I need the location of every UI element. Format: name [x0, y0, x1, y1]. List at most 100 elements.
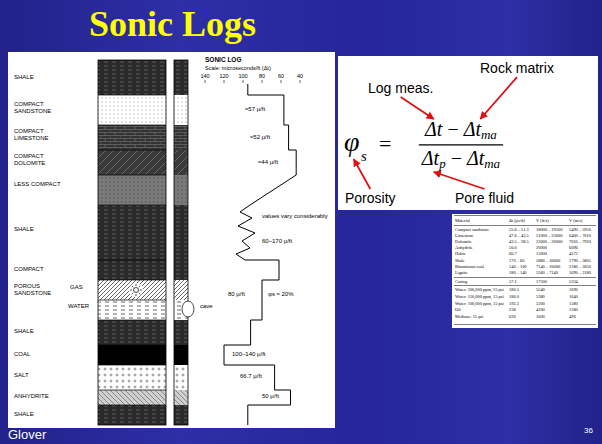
table-cell: 43.5 – 38.5	[509, 239, 536, 244]
formula-symbol: =	[379, 131, 391, 156]
lithology-label: COAL	[14, 351, 30, 358]
log-annotation: 80 μ/ft	[228, 291, 245, 298]
table-cell: 2180 – 3050	[569, 264, 597, 269]
log-annotation: cave	[200, 303, 213, 310]
table-cell: 140 – 100	[509, 264, 536, 269]
slide-title: Sonic Logs	[0, 4, 345, 45]
callout-label: Log meas.	[368, 80, 433, 96]
formula-numerator: Δt−Δtma	[396, 118, 526, 143]
table-cell: 5200	[536, 301, 569, 306]
callout-label: Porosity	[345, 190, 396, 206]
table-cell: 1580	[569, 301, 597, 306]
lithology-label: SHALE	[14, 328, 34, 335]
table-cell: 490	[569, 314, 597, 319]
slide-number: 36	[584, 426, 593, 435]
table-cell: Lignite	[455, 270, 509, 275]
table-cell: Bituminous coal	[455, 264, 509, 269]
lithology-label: COMPACT DOLOMITE	[14, 153, 64, 167]
lithology-label: COMPACT SANDSTONE	[14, 101, 64, 115]
table-cell: 23000 – 26000	[536, 239, 569, 244]
table-cell: 21000 – 23000	[536, 233, 569, 238]
log-annotation: ≈44 μ/ft	[258, 159, 278, 166]
table-cell: Water: 150,000 ppm, 15 psi	[455, 294, 509, 299]
table-cell: 6096	[569, 245, 597, 250]
table-cell: Halite	[455, 251, 509, 256]
formula-denominator: Δtp−Δtma	[396, 147, 526, 172]
table-cell: 7140 – 10000	[536, 264, 569, 269]
lithology-label: COMPACT LIMESTONE	[14, 128, 64, 142]
table-cell: 5560 – 7140	[536, 270, 569, 275]
lithology-label: LESS COMPACT	[14, 181, 64, 188]
log-annotation: values vary considerably	[262, 213, 332, 220]
callout-arrow	[434, 172, 485, 189]
table-cell: 5540	[536, 287, 569, 292]
table-cell: 1640	[569, 294, 597, 299]
table-cell: 1280	[569, 307, 597, 312]
log-scale-caption: Scale: microseconds/ft (Δt)	[205, 65, 271, 71]
scale-tick: 60	[271, 73, 291, 79]
formula-subscript: p	[439, 156, 446, 171]
table-cell: 238	[509, 307, 536, 312]
table-cell: Methane: 15 psi	[455, 314, 509, 319]
formula-subscript: ma	[481, 127, 497, 142]
formula-symbol: Δt	[467, 147, 484, 169]
table-cell: 18000 – 19500	[536, 227, 569, 232]
scale-tick: 100	[233, 73, 253, 79]
table-cell: 57.1	[509, 279, 536, 284]
callout-label: Pore fluid	[455, 190, 514, 206]
lithology-label: SHALE	[14, 226, 34, 233]
log-annotation: 100–140 μ/ft	[232, 351, 265, 358]
scale-tick: 40	[290, 73, 310, 79]
formula-subscript: s	[361, 148, 367, 165]
table-cell: Shale	[455, 258, 509, 263]
lithology-label: SHALE	[14, 74, 34, 81]
scale-tick: 120	[214, 73, 234, 79]
table-cell: 192.3	[509, 301, 536, 306]
formula-symbol: −	[447, 118, 458, 140]
log-annotation: ≈57 μ/ft	[245, 106, 265, 113]
scale-tick: 80	[252, 73, 272, 79]
lithology-label: POROUS SANDSTONE	[14, 283, 58, 297]
callout-arrow	[480, 77, 517, 119]
table-cell: 66.7	[509, 251, 536, 256]
table-cell: 180.5	[509, 287, 536, 292]
log-header: SONIC LOG	[205, 56, 241, 63]
callout-label: Rock matrix	[480, 60, 554, 76]
lithology-label: COMPACT	[14, 266, 44, 273]
table-header: V (ft/s)	[536, 218, 569, 223]
table-cell: Compact sandstone	[455, 227, 509, 232]
log-annotation: 60–170 μ/ft	[262, 238, 292, 245]
lithology-label: SHALE	[14, 411, 34, 418]
table-header: V (m/s)	[569, 218, 597, 223]
lithology-label: ANHYDRITE	[14, 393, 49, 400]
table-cell: 47.6 – 43.5	[509, 233, 536, 238]
log-annotation: 66.7 μ/ft	[240, 373, 262, 380]
table-cell: 17500	[536, 279, 569, 284]
scale-tick: 140	[195, 73, 215, 79]
formula-symbol: φ	[344, 126, 360, 158]
table-cell: Casing	[455, 279, 509, 284]
formula-subscript: ma	[484, 156, 500, 171]
table-cell: 1600	[536, 314, 569, 319]
log-annotation: φs ≈ 20%	[268, 291, 294, 298]
callout-arrow	[401, 97, 434, 119]
table-cell: 15000	[536, 251, 569, 256]
formula-symbol: −	[451, 147, 462, 169]
table-header: Δt (μs/ft)	[509, 218, 536, 223]
table-cell: 6400 – 7010	[569, 233, 597, 238]
table-cell: 5490 – 5950	[569, 227, 597, 232]
table-cell: 1690	[569, 287, 597, 292]
table-cell: Oil	[455, 307, 509, 312]
table-cell: 180 – 140	[509, 270, 536, 275]
table-cell: 5380	[536, 294, 569, 299]
log-annotation: 50 μ/ft	[262, 393, 279, 400]
table-cell: 186.0	[509, 294, 536, 299]
table-cell: 4572	[569, 251, 597, 256]
formula-symbol: Δt	[464, 118, 481, 140]
table-cell: 1790 – 5805	[569, 258, 597, 263]
table-cell: Dolomite	[455, 239, 509, 244]
table-cell: Anhydrite	[455, 245, 509, 250]
formula-symbol: Δt	[422, 147, 439, 169]
table-cell: 1690 – 2180	[569, 270, 597, 275]
